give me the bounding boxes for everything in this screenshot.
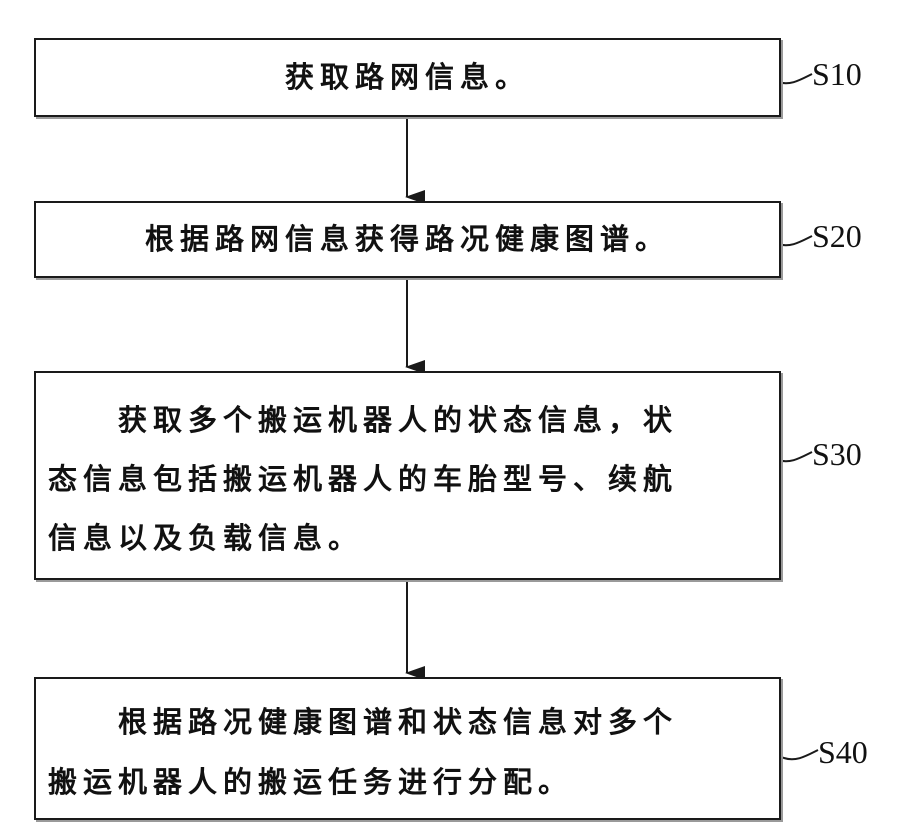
step-label-s30: S30: [812, 436, 862, 473]
step-text-s30-line-2: 态信息包括搬运机器人的车胎型号、续航: [48, 458, 759, 517]
step-text-s10: 获取路网信息。: [36, 40, 779, 115]
step-text-s20: 根据路网信息获得路况健康图谱。: [36, 203, 779, 276]
step-box-s20: 根据路网信息获得路况健康图谱。: [34, 201, 781, 278]
step-label-s40: S40: [818, 734, 868, 771]
step-text-s30: 获取多个搬运机器人的状态信息，状 态信息包括搬运机器人的车胎型号、续航 信息以及…: [48, 399, 759, 576]
step-box-s40: 根据路况健康图谱和状态信息对多个 搬运机器人的搬运任务进行分配。: [34, 677, 781, 820]
step-text-s40-line-2: 搬运机器人的搬运任务进行分配。: [48, 761, 759, 821]
step-box-s30: 获取多个搬运机器人的状态信息，状 态信息包括搬运机器人的车胎型号、续航 信息以及…: [34, 371, 781, 580]
step-label-s20: S20: [812, 218, 862, 255]
step-text-s30-line-1: 获取多个搬运机器人的状态信息，状: [48, 399, 759, 458]
step-text-s30-line-3: 信息以及负载信息。: [48, 517, 759, 576]
step-box-s10: 获取路网信息。: [34, 38, 781, 117]
step-text-s40-line-1: 根据路况健康图谱和状态信息对多个: [48, 701, 759, 761]
step-label-s10: S10: [812, 56, 862, 93]
step-text-s40: 根据路况健康图谱和状态信息对多个 搬运机器人的搬运任务进行分配。: [48, 701, 759, 821]
